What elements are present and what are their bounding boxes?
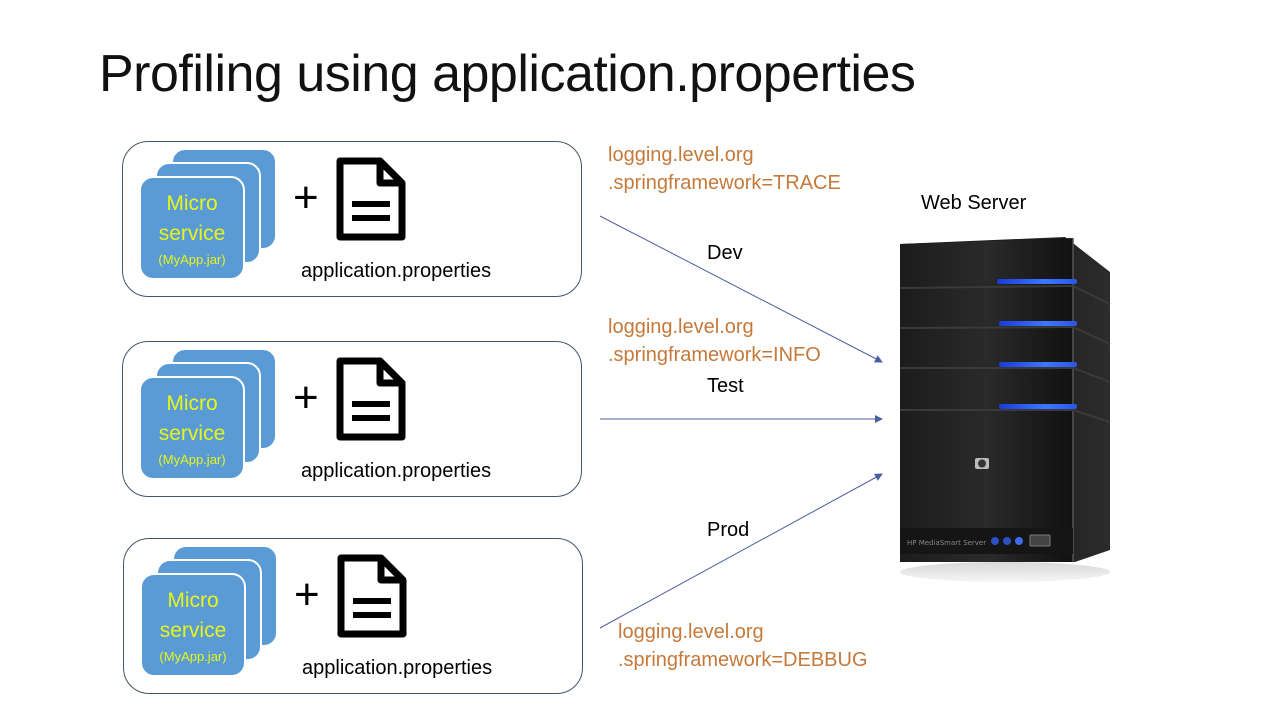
slide-title: Profiling using application.properties <box>99 45 916 103</box>
config-line1: logging.level.org <box>618 621 764 643</box>
server-tower-icon: HP MediaSmart Server <box>899 237 1111 582</box>
plus-sign: + <box>294 570 320 619</box>
microservice-jar-label: (MyApp.jar) <box>158 252 226 268</box>
document-icon <box>337 554 407 638</box>
file-label: application.properties <box>301 260 492 282</box>
document-icon <box>336 357 406 441</box>
env-box-dev: Micro service (MyApp.jar) + application.… <box>122 141 582 297</box>
microservice-label-line1: Micro <box>166 391 218 415</box>
env-label-prod: Prod <box>707 519 750 541</box>
config-line1: logging.level.org <box>608 316 754 338</box>
led-bar <box>999 362 1077 367</box>
microservice-label-line1: Micro <box>167 588 219 612</box>
env-label-test: Test <box>707 375 744 397</box>
server-label: Web Server <box>921 192 1027 214</box>
led-bar <box>999 404 1077 409</box>
led-bar <box>997 279 1077 284</box>
config-line1: logging.level.org <box>608 144 754 166</box>
microservice-jar-label: (MyApp.jar) <box>159 649 227 665</box>
document-icon <box>336 157 406 241</box>
microservice-label-line2: service <box>158 422 226 445</box>
config-text-prod: logging.level.org .springframework=DEBBU… <box>618 618 868 674</box>
config-text-test: logging.level.org .springframework=INFO <box>608 313 821 369</box>
microservice-label-line2: service <box>158 222 226 245</box>
microservice-jar-label: (MyApp.jar) <box>158 452 226 468</box>
plus-sign: + <box>293 173 319 222</box>
env-label-dev: Dev <box>707 242 743 264</box>
config-line2: .springframework=DEBBUG <box>618 649 868 671</box>
svg-text:HP MediaSmart Server: HP MediaSmart Server <box>907 539 986 547</box>
env-box-test: Micro service (MyApp.jar) + application.… <box>122 341 582 497</box>
microservice-label-line1: Micro <box>166 191 218 215</box>
config-text-dev: logging.level.org .springframework=TRACE <box>608 141 841 197</box>
led-bar <box>999 321 1077 326</box>
arrow-dev <box>599 215 883 363</box>
plus-sign: + <box>293 373 319 422</box>
microservice-card: Micro service (MyApp.jar) <box>139 376 245 480</box>
microservice-card: Micro service (MyApp.jar) <box>140 573 246 677</box>
microservice-label-line2: service <box>159 619 227 642</box>
config-line2: .springframework=TRACE <box>608 172 841 194</box>
arrow-prod <box>599 473 883 629</box>
file-label: application.properties <box>301 460 492 482</box>
config-line2: .springframework=INFO <box>608 344 821 366</box>
file-label: application.properties <box>302 657 493 679</box>
env-box-prod: Micro service (MyApp.jar) + application.… <box>123 538 583 694</box>
microservice-card: Micro service (MyApp.jar) <box>139 176 245 280</box>
